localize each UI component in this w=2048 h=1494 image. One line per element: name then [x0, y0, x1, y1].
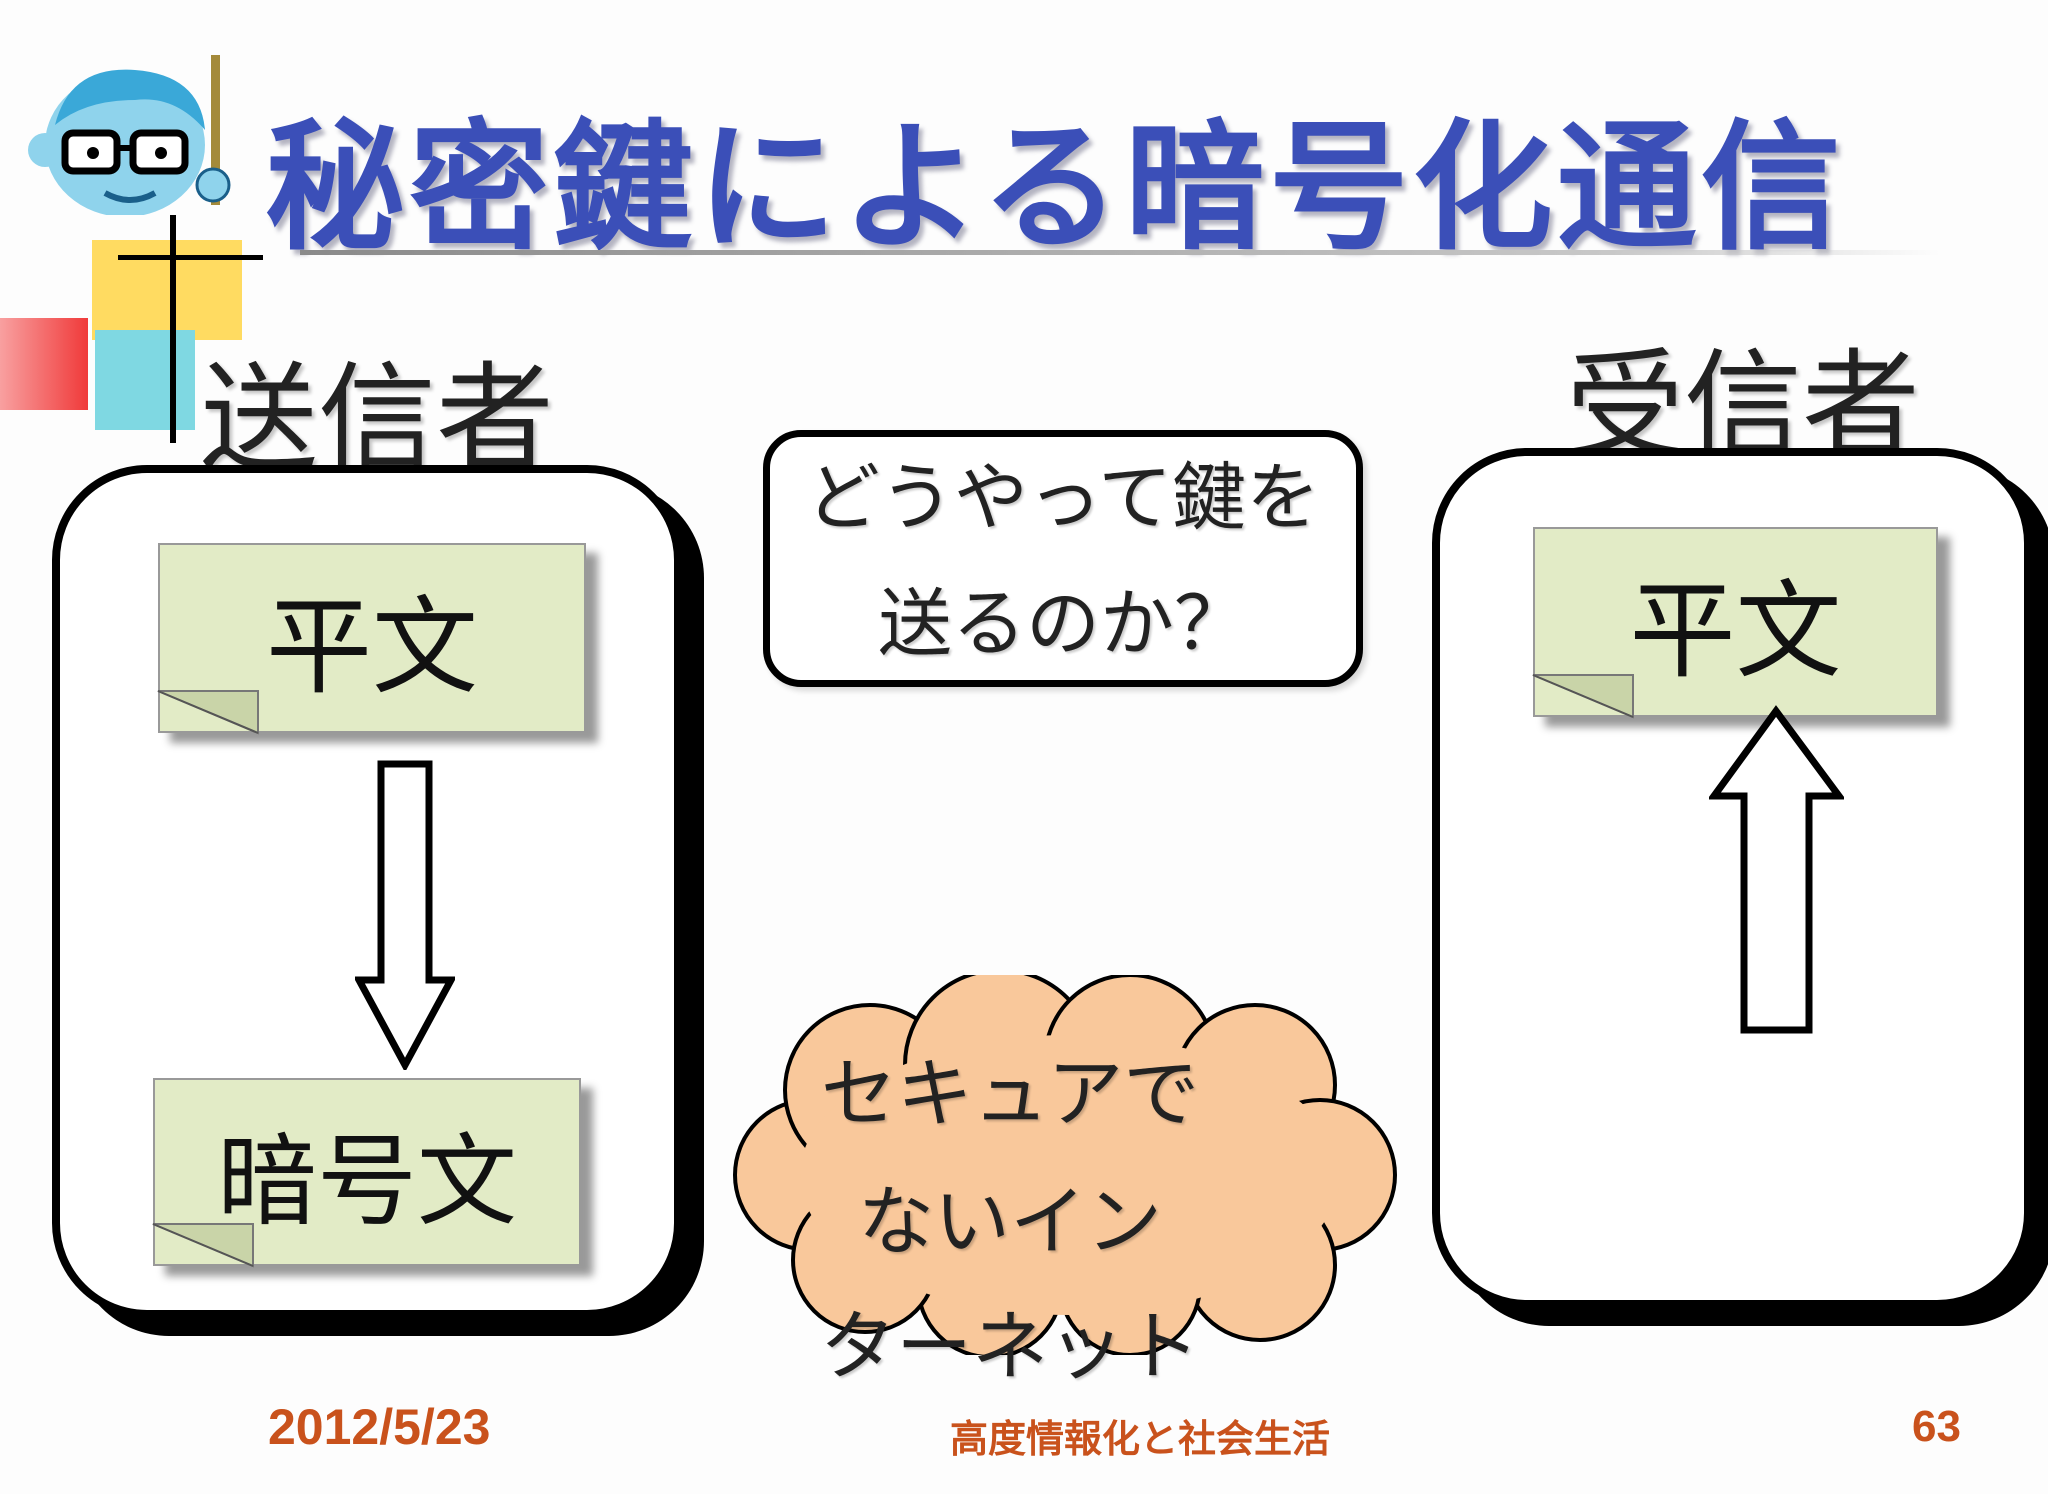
question-line-1: どうやって鍵を	[805, 455, 1321, 541]
note-fold-icon	[1532, 674, 1634, 719]
teacher-mascot-icon	[28, 55, 231, 215]
note-fold-icon	[157, 690, 259, 735]
cloud-text-line-3: ターネット	[820, 1302, 1200, 1391]
decor-block-red	[0, 318, 88, 410]
sender-ciphertext-label: 暗号文	[217, 1122, 517, 1240]
receiver-plaintext-label: 平文	[1629, 570, 1842, 693]
sender-plaintext-label: 平文	[266, 586, 478, 709]
receiver-plaintext-note: 平文	[1532, 527, 1938, 719]
title-divider	[300, 250, 1940, 255]
decor-vertical-line	[170, 215, 176, 443]
note-fold-icon	[152, 1223, 254, 1268]
decor-horizontal-line	[118, 255, 263, 260]
sender-plaintext-note: 平文	[157, 543, 586, 735]
decrypt-up-arrow	[1709, 705, 1844, 1034]
footer-date: 2012/5/23	[268, 1399, 491, 1455]
cloud-text-line-2: ないイン	[858, 1177, 1162, 1266]
footer-course: 高度情報化と社会生活	[950, 1419, 1331, 1461]
internet-cloud-icon	[733, 975, 1397, 1355]
footer-page-number: 63	[1912, 1402, 1961, 1451]
sender-ciphertext-note: 暗号文	[152, 1078, 581, 1268]
slide-title: 秘密鍵による暗号化通信	[265, 107, 1845, 270]
question-bubble: どうやって鍵を 送るのか？	[763, 430, 1363, 687]
encrypt-down-arrow	[355, 760, 455, 1070]
cloud-text-line-1: セキュアで	[820, 1049, 1200, 1138]
question-line-2: 送るのか？	[878, 581, 1248, 667]
decor-block-cyan	[95, 330, 195, 430]
